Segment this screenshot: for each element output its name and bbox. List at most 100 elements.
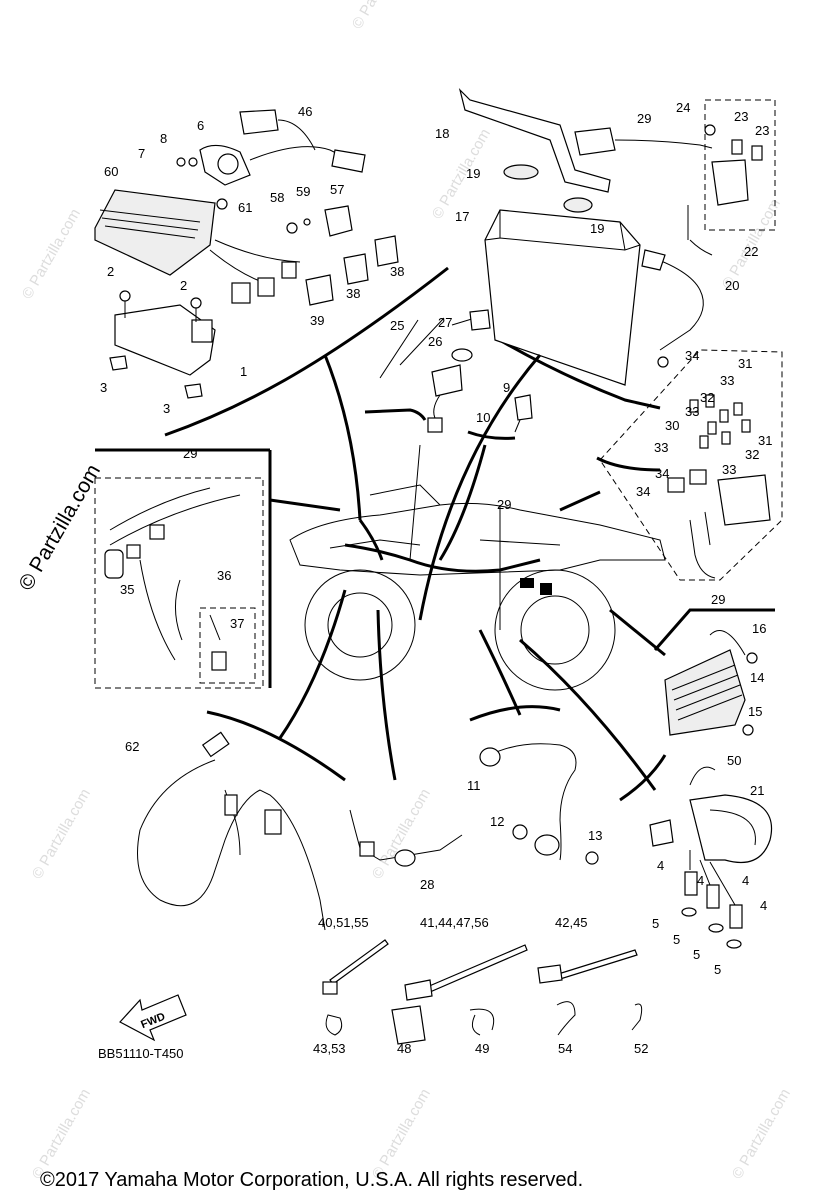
callout-14: 14 [750,670,764,685]
sensor-28 [349,809,463,867]
diagram-code: BB51110-T450 [98,1046,184,1061]
callout-29b: 29 [497,497,511,512]
watermark: © Partzilla.com [369,1086,434,1182]
watermark: © Partzilla.com [729,1086,794,1182]
callout-39: 39 [310,313,324,328]
callout-60: 60 [104,164,118,179]
callout-29c: 29 [711,592,725,607]
watermark: © Partzilla.com [19,206,84,302]
callout-34a: 34 [685,348,699,363]
fuse-group [596,349,783,581]
callout-g1: 40,51,55 [318,915,369,930]
watermark: © Partzilla.com [369,786,434,882]
callout-57: 57 [330,182,344,197]
callout-19a: 19 [466,166,480,181]
callout-3a: 3 [100,380,107,395]
copyright-notice: ©2017 Yamaha Motor Corporation, U.S.A. A… [40,1169,583,1191]
callout-g2: 41,44,47,56 [420,915,489,930]
callout-33a: 33 [720,373,734,388]
callout-28: 28 [420,877,434,892]
callout-17: 17 [455,209,469,224]
callout-29d: 29 [183,446,197,461]
callout-33c: 33 [654,440,668,455]
callout-4a: 4 [657,858,664,873]
callout-20: 20 [725,278,739,293]
callout-36: 36 [217,568,231,583]
sensor-21 [649,766,772,949]
callout-33d: 33 [722,462,736,477]
callout-21: 21 [750,783,764,798]
callout-23a: 23 [734,109,748,124]
fwd-arrow: FWD [119,994,187,1042]
callout-5d: 5 [714,962,721,977]
callout-2b: 2 [180,278,187,293]
callout-37: 37 [230,616,244,631]
callout-48: 48 [397,1041,411,1056]
callout-43: 43,53 [313,1041,346,1056]
callout-7: 7 [138,146,145,161]
callout-31a: 31 [738,356,752,371]
callout-52: 52 [634,1041,648,1056]
callout-3b: 3 [163,401,170,416]
callout-46: 46 [298,104,312,119]
leader-lines [206,354,667,802]
callout-6: 6 [197,118,204,133]
watermark: © Partzilla.com [29,1086,94,1182]
callout-50: 50 [727,753,741,768]
callout-34b: 34 [655,466,669,481]
callout-29a: 29 [637,111,651,126]
callout-34c: 34 [636,484,650,499]
callout-13: 13 [588,828,602,843]
watermark: © Partzilla.com [29,786,94,882]
callout-5c: 5 [693,947,700,962]
callout-33b: 33 [685,404,699,419]
switch-group [364,309,533,440]
callout-31b: 31 [758,433,772,448]
callout-8: 8 [160,131,167,146]
ecu-group [94,109,449,437]
callout-4d: 4 [760,898,767,913]
callout-5a: 5 [652,916,659,931]
callout-2a: 2 [107,264,114,279]
callout-30: 30 [665,418,679,433]
callout-12: 12 [490,814,504,829]
callout-32b: 32 [745,447,759,462]
callout-23b: 23 [755,123,769,138]
callout-4c: 4 [742,873,749,888]
callout-49: 49 [475,1041,489,1056]
sensor-11 [479,743,599,865]
callout-54: 54 [558,1041,572,1056]
callout-1: 1 [240,364,247,379]
harness-62 [137,731,326,931]
fastener-row [322,939,643,1045]
callout-26: 26 [428,334,442,349]
callout-22: 22 [744,244,758,259]
callout-16: 16 [752,621,766,636]
callout-35: 35 [120,582,134,597]
callout-32a: 32 [700,390,714,405]
callout-25: 25 [390,318,404,333]
callout-4b: 4 [697,873,704,888]
callout-15: 15 [748,704,762,719]
callout-5b: 5 [673,932,680,947]
vehicle-outline [289,444,666,691]
callout-11: 11 [467,778,481,793]
harness-detail-box [94,448,272,689]
callout-18: 18 [435,126,449,141]
callout-61: 61 [238,200,252,215]
callout-10: 10 [476,410,490,425]
callout-9: 9 [503,380,510,395]
callout-59: 59 [296,184,310,199]
callout-19b: 19 [590,221,604,236]
battery-group [458,88,776,410]
callout-38b: 38 [346,286,360,301]
callout-38a: 38 [390,264,404,279]
partzilla-brand-watermark: © Partzilla.com [14,460,105,594]
callout-62: 62 [125,739,139,754]
callout-27: 27 [438,315,452,330]
callout-g3: 42,45 [555,915,588,930]
regulator-group [653,608,775,736]
watermark: © Partzilla.com [349,0,414,32]
